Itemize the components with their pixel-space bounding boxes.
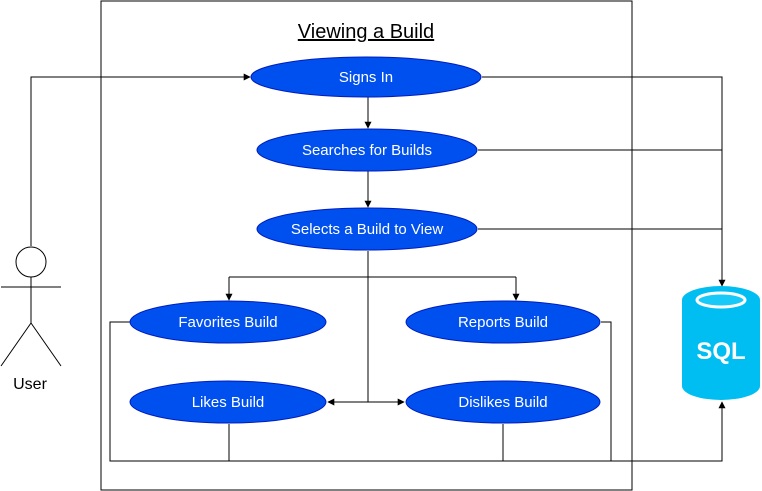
- edge-user-signs-in: [30, 73, 251, 246]
- database-label: SQL: [696, 338, 745, 365]
- actor-user[interactable]: User: [0, 246, 62, 393]
- edge-favorites-bus: [109, 321, 726, 462]
- svg-text:Searches for Builds: Searches for Builds: [302, 142, 432, 159]
- use-case-dislikes-build[interactable]: Dislikes Build: [405, 380, 601, 424]
- svg-text:Dislikes Build: Dislikes Build: [458, 394, 547, 411]
- use-case-likes-build[interactable]: Likes Build: [129, 380, 327, 424]
- connectors: [30, 73, 726, 462]
- use-case-selects-build[interactable]: Selects a Build to View: [256, 207, 478, 251]
- actor-head: [15, 246, 47, 278]
- use-case-favorites-build[interactable]: Favorites Build: [129, 300, 327, 344]
- use-case-signs-in[interactable]: Signs In: [250, 56, 482, 98]
- edge-signs-in-db: [482, 76, 726, 287]
- edge-reports-bus: [601, 321, 612, 461]
- svg-text:Reports Build: Reports Build: [458, 314, 548, 331]
- svg-text:Signs In: Signs In: [339, 69, 393, 86]
- sql-database-icon[interactable]: SQL: [682, 286, 760, 400]
- use-case-searches-for-builds[interactable]: Searches for Builds: [256, 128, 478, 172]
- svg-text:Likes Build: Likes Build: [192, 394, 265, 411]
- svg-text:Selects a Build to View: Selects a Build to View: [291, 221, 443, 238]
- actor-label: User: [13, 376, 47, 393]
- system-title: Viewing a Build: [298, 21, 434, 43]
- use-case-reports-build[interactable]: Reports Build: [405, 300, 601, 344]
- svg-text:Favorites Build: Favorites Build: [178, 314, 277, 331]
